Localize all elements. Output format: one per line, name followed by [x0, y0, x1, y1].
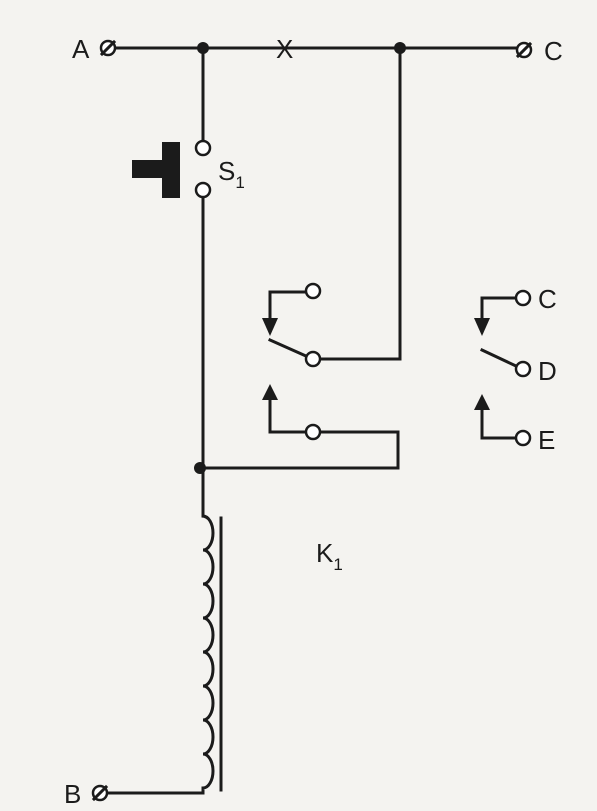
terminal-d-label: D: [538, 356, 557, 386]
switch-label: S1: [218, 156, 245, 192]
junction-node-bottom: [194, 462, 206, 474]
relay-coil: [201, 514, 215, 793]
terminal-b: [91, 784, 109, 802]
relay-label: K1: [316, 538, 343, 574]
terminal-c-top: [515, 41, 533, 59]
terminal-b-label: B: [64, 779, 81, 809]
relay-contact-set-1: [262, 282, 322, 441]
push-button-s1: [132, 139, 212, 199]
terminal-c-contact-label: C: [538, 284, 557, 314]
relay-contact-set-2: [474, 289, 532, 447]
terminal-a: [99, 39, 117, 57]
terminal-a-label: A: [72, 34, 90, 64]
holding-feed-wire: [318, 46, 402, 361]
terminal-c-top-label: C: [544, 36, 563, 66]
push-button-actuator: [162, 142, 180, 198]
junction-node-top-left: [197, 42, 209, 54]
holding-return-wire: [201, 430, 400, 470]
junction-node-top-right: [394, 42, 406, 54]
break-mark: X: [276, 34, 293, 64]
terminal-e-label: E: [538, 425, 555, 455]
